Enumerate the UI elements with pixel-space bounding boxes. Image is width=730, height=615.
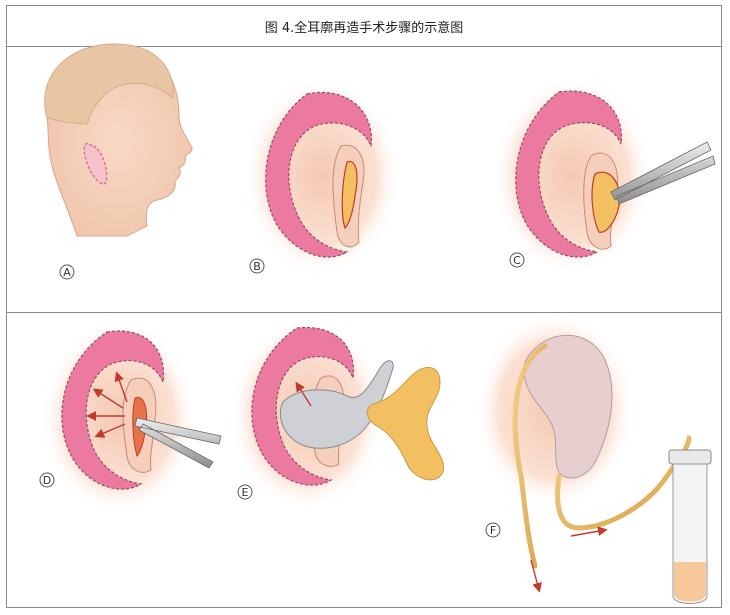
panel-d: D — [39, 322, 222, 514]
panel-label-b: B — [253, 260, 261, 273]
arrow-f1 — [530, 559, 542, 593]
hair — [44, 43, 174, 125]
pink-band-b — [265, 92, 372, 258]
arrow-e — [295, 381, 312, 407]
illustration-canvas: A B C — [39, 43, 716, 604]
scissors-d — [134, 417, 222, 469]
cartilage-framework-e — [280, 360, 394, 449]
figure-frame: 图 4.全耳廓再造手术步骤的示意图 — [6, 5, 722, 608]
label-circle-d — [39, 472, 55, 488]
rib-cartilage-e — [366, 367, 445, 481]
panel-c: C — [492, 78, 716, 274]
label-circle-c — [509, 252, 525, 268]
figure-title: 图 4.全耳廓再造手术步骤的示意图 — [7, 6, 721, 47]
pink-band-c — [515, 90, 622, 258]
collection-tube-f — [668, 449, 712, 604]
arrow-d4 — [114, 371, 128, 403]
row-divider — [7, 312, 721, 313]
arrow-f2 — [570, 526, 608, 537]
label-circle-e — [237, 484, 253, 500]
pink-band-d — [61, 330, 165, 490]
label-circle-f — [485, 522, 501, 538]
arrow-d3 — [94, 423, 126, 438]
reconstructed-ear-f — [523, 334, 613, 479]
label-circle-b — [249, 258, 265, 274]
panel-label-f: F — [490, 524, 496, 537]
panel-f: F — [475, 312, 712, 604]
forceps-c — [610, 141, 716, 205]
pink-band-e — [251, 326, 355, 486]
cartilage-c — [591, 171, 621, 233]
panel-label-e: E — [242, 486, 249, 499]
label-circle-a — [59, 264, 75, 280]
arrow-d1 — [92, 388, 124, 409]
ear-outline-a — [83, 142, 108, 185]
panel-e: E — [229, 318, 445, 510]
tube-f1 — [512, 343, 548, 569]
panel-label-c: C — [513, 254, 521, 267]
panel-label-a: A — [63, 266, 71, 279]
panel-label-d: D — [43, 474, 51, 487]
cartilage-b — [341, 160, 358, 230]
panel-a: A — [44, 43, 193, 280]
panel-b: B — [244, 78, 400, 274]
